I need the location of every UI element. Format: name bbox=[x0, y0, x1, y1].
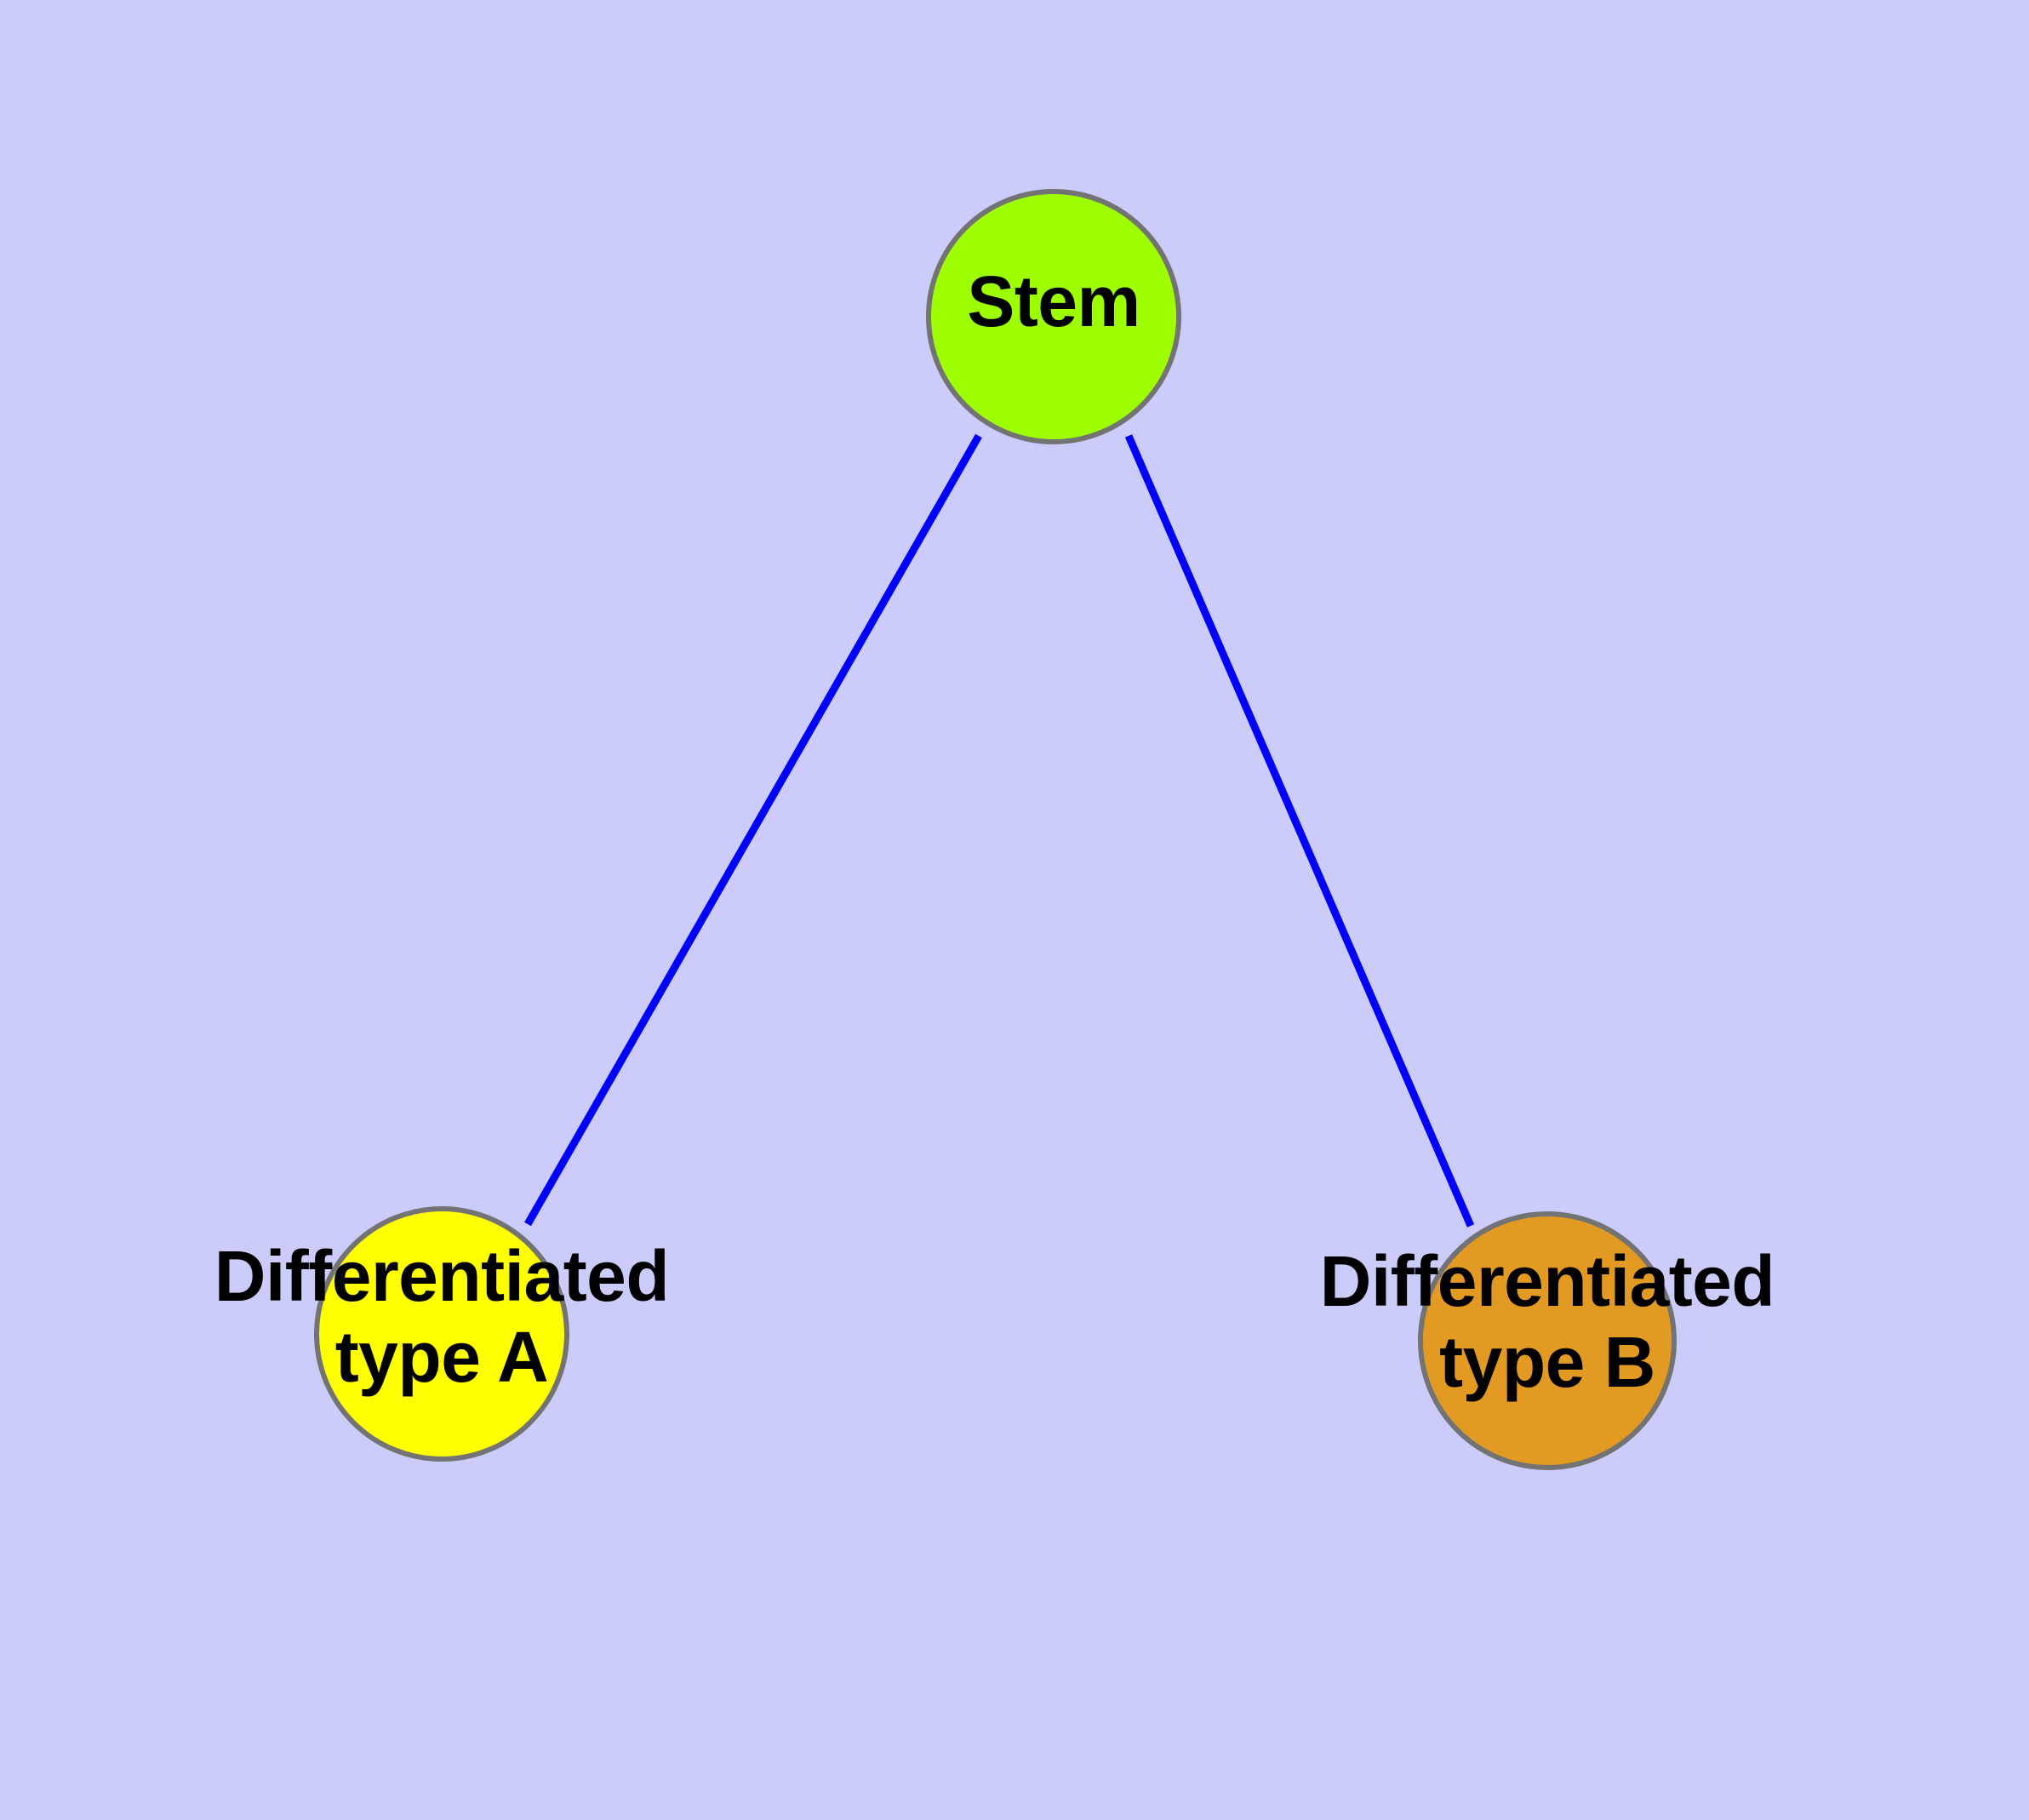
node-differentiated-type-b[interactable] bbox=[1418, 1211, 1677, 1470]
node-stem[interactable] bbox=[926, 189, 1181, 444]
node-differentiated-type-a[interactable] bbox=[314, 1206, 569, 1462]
edge-stem-to-type-a bbox=[524, 433, 982, 1227]
edge-stem-to-type-b bbox=[1124, 434, 1475, 1228]
